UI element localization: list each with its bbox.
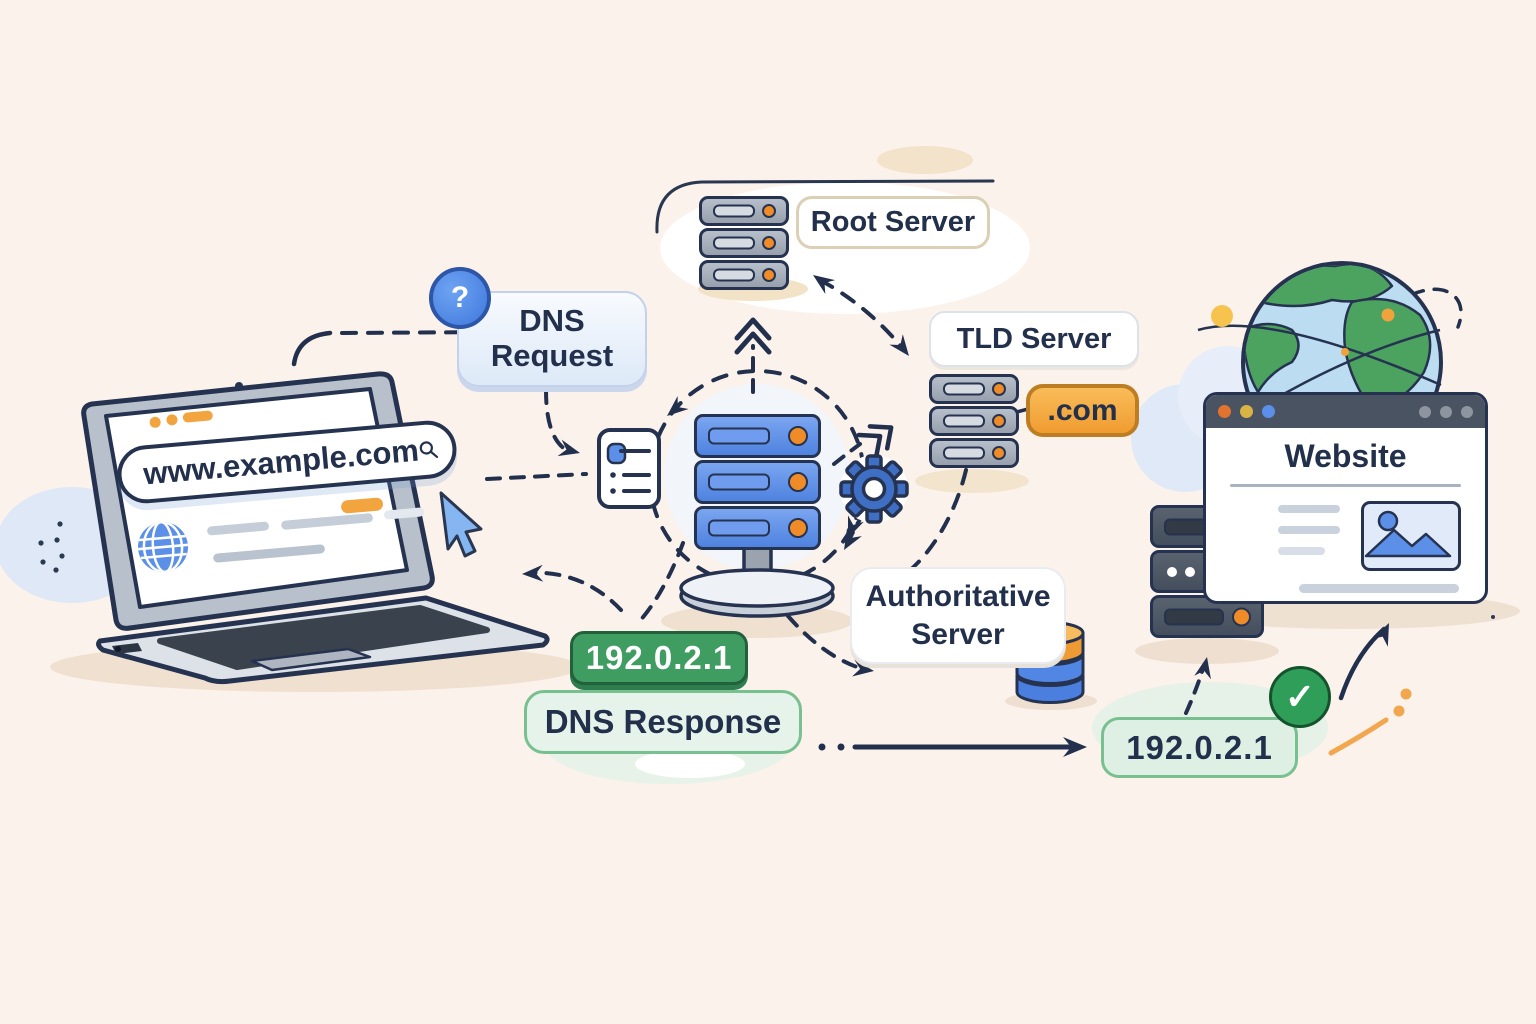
server-unit bbox=[699, 228, 789, 258]
image-placeholder bbox=[1361, 501, 1461, 571]
server-unit bbox=[694, 460, 821, 504]
divider bbox=[1230, 484, 1461, 487]
gear-icon bbox=[839, 454, 909, 524]
root-server-icon bbox=[699, 196, 789, 290]
dns-request-badge: ? DNS Request bbox=[429, 267, 647, 387]
url-search-input[interactable]: www.example.com bbox=[115, 418, 459, 506]
server-unit bbox=[929, 374, 1019, 404]
dns-response-text: DNS Response bbox=[544, 703, 782, 740]
tld-server-text: TLD Server bbox=[956, 322, 1112, 355]
authoritative-server-text: Authoritative Server bbox=[865, 580, 1051, 651]
window-titlebar bbox=[1206, 395, 1485, 428]
question-icon: ? bbox=[429, 267, 491, 329]
website-title: Website bbox=[1284, 438, 1407, 474]
server-unit bbox=[929, 406, 1019, 436]
server-unit bbox=[694, 414, 821, 458]
result-ip-text: 192.0.2.1 bbox=[1126, 728, 1273, 766]
website-window: Website bbox=[1203, 392, 1488, 604]
com-zone-text: .com bbox=[1047, 393, 1118, 427]
orange-accents bbox=[1328, 688, 1412, 756]
dns-query-list-icon bbox=[597, 428, 661, 509]
tld-server-icon bbox=[929, 374, 1019, 468]
resolved-ip-badge: 192.0.2.1 bbox=[570, 631, 748, 685]
text-placeholder-line bbox=[1299, 584, 1459, 593]
window-controls[interactable] bbox=[1218, 405, 1275, 418]
resolved-ip-text: 192.0.2.1 bbox=[585, 639, 733, 676]
root-server-label: Root Server bbox=[796, 196, 990, 249]
result-ip-badge: 192.0.2.1 bbox=[1101, 717, 1298, 778]
dns-response-badge: DNS Response bbox=[524, 690, 802, 754]
server-unit bbox=[694, 506, 821, 550]
resolver-pedestal bbox=[679, 538, 835, 618]
resolver-server-icon bbox=[694, 414, 821, 550]
check-icon: ✓ bbox=[1269, 666, 1331, 728]
server-unit bbox=[699, 260, 789, 290]
cursor-icon bbox=[439, 491, 483, 558]
server-unit bbox=[699, 196, 789, 226]
server-unit bbox=[929, 438, 1019, 468]
root-server-text: Root Server bbox=[810, 206, 976, 238]
tld-server-label: TLD Server bbox=[929, 311, 1139, 367]
authoritative-server-label: Authoritative Server bbox=[850, 567, 1066, 664]
dns-request-label: DNS Request bbox=[490, 303, 614, 373]
com-zone-badge: .com bbox=[1026, 384, 1139, 437]
check-glyph: ✓ bbox=[1284, 676, 1316, 717]
search-icon bbox=[419, 441, 439, 458]
browser-globe-icon bbox=[136, 520, 190, 574]
window-menu-dots[interactable] bbox=[1419, 405, 1473, 418]
text-placeholder-lines bbox=[1278, 501, 1340, 571]
